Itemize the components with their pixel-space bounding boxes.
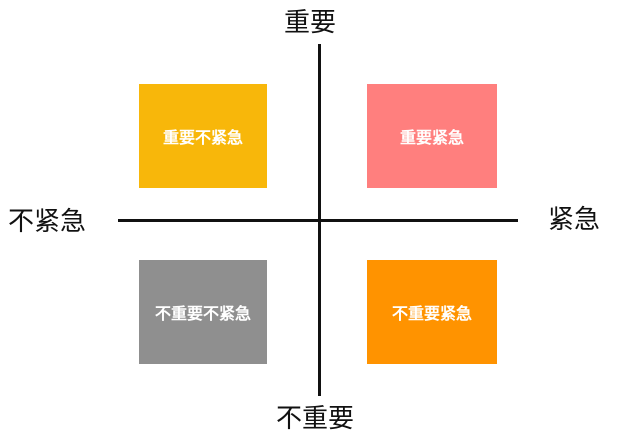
quadrant-important-urgent: 重要紧急	[367, 84, 497, 188]
quadrant-label: 重要不紧急	[162, 128, 243, 147]
axis-label-not-urgent: 不紧急	[8, 207, 87, 237]
quadrant-label: 不重要紧急	[391, 304, 472, 323]
quadrant-not-important-not-urgent: 不重要不紧急	[139, 260, 267, 364]
quadrant-label: 不重要不紧急	[154, 304, 251, 323]
quadrant-label: 重要紧急	[399, 128, 464, 147]
horizontal-axis	[118, 219, 518, 222]
quadrant-not-important-urgent: 不重要紧急	[367, 260, 497, 364]
axis-label-not-important: 不重要	[276, 404, 355, 434]
quadrant-important-not-urgent: 重要不紧急	[139, 84, 267, 188]
axis-label-urgent: 紧急	[548, 205, 601, 235]
axis-label-important: 重要	[284, 8, 337, 38]
